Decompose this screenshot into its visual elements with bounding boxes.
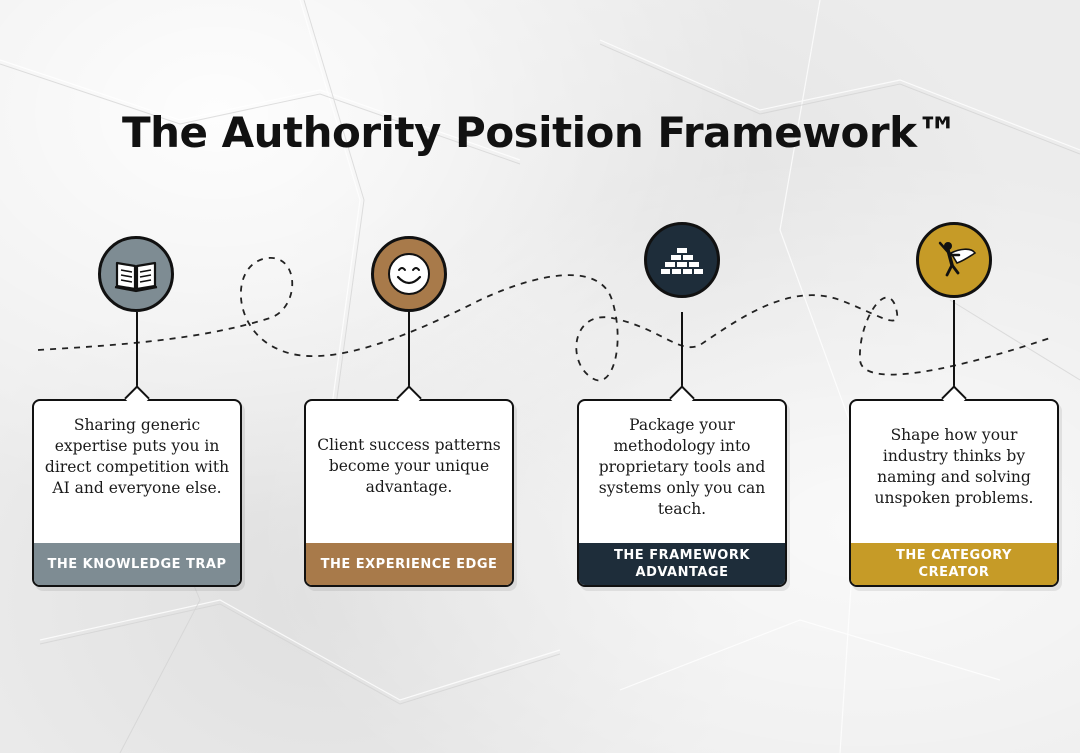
connector-line: [408, 312, 410, 396]
page-title: The Authority Position Framework™: [121, 108, 959, 157]
book-icon: [114, 261, 158, 293]
stage-description: Client success patterns become your uniq…: [317, 436, 501, 496]
stage-icon-circle-experience: [371, 236, 447, 312]
brick-pyramid-icon: [661, 248, 703, 274]
stage-icon-circle-category: [916, 222, 992, 298]
stage-card-framework: Package your methodology into proprietar…: [577, 399, 787, 587]
stage-label: THE KNOWLEDGE TRAP: [34, 543, 240, 585]
superhero-icon: [938, 241, 977, 277]
stage-card-experience: Client success patterns become your uniq…: [304, 399, 514, 587]
smiley-face-icon: [388, 253, 430, 295]
stage-icon-circle-framework: [644, 222, 720, 298]
stage-label: THE EXPERIENCE EDGE: [306, 543, 512, 585]
stage-description: Package your methodology into proprietar…: [598, 416, 766, 518]
connector-line: [953, 300, 955, 396]
stage-description: Shape how your industry thinks by naming…: [874, 426, 1034, 507]
connector-line: [136, 312, 138, 396]
stage-label: THE CATEGORY CREATOR: [851, 543, 1057, 585]
stage-card-knowledge: Sharing generic expertise puts you in di…: [32, 399, 242, 587]
stage-label: THE FRAMEWORK ADVANTAGE: [579, 543, 785, 585]
stage-card-category: Shape how your industry thinks by naming…: [849, 399, 1059, 587]
connector-line: [681, 312, 683, 396]
stage-description: Sharing generic expertise puts you in di…: [44, 416, 230, 497]
stage-icon-circle-knowledge: [98, 236, 174, 312]
